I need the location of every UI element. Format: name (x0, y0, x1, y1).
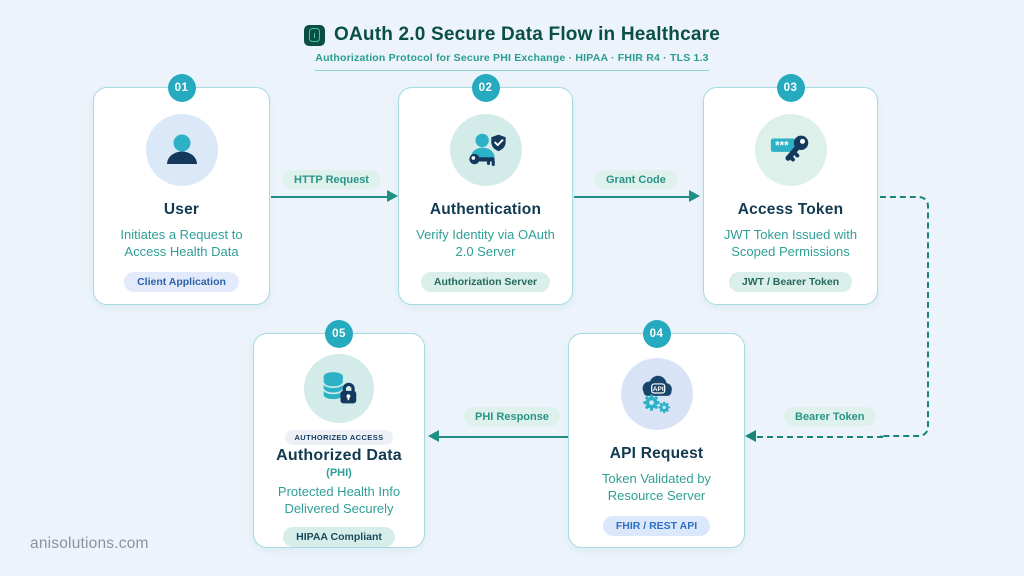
step-number-badge: 03 (776, 74, 805, 102)
step-description: Initiates a Request to Access Health Dat… (120, 227, 243, 259)
step-description: Protected Health Info Delivered Securely (277, 484, 401, 517)
step-number-badge: 04 (642, 320, 671, 348)
arrowhead-right-icon (387, 190, 398, 202)
step-badge: Client Application (124, 271, 239, 292)
step-number-badge: 02 (471, 74, 500, 102)
step-card-authentication: 02 Authentication Verify Identity via OA… (398, 74, 573, 305)
arrow-phi-response (438, 436, 568, 438)
step-number-badge: 01 (167, 74, 196, 102)
dashed-connector-bearer-token-tail (757, 436, 883, 438)
step-card-access-token: 03 *** Access Token JWT Token Issued wit… (703, 74, 878, 305)
step-card-api-request: 04 API (568, 320, 745, 548)
step-title: Access Token (737, 201, 844, 218)
connector-label-phi-response: PHI Response (464, 407, 560, 426)
step-description: JWT Token Issued with Scoped Permissions (723, 227, 858, 259)
password-key-icon: *** (754, 114, 827, 186)
oauth-shield-icon (304, 24, 325, 46)
step-badge: HIPAA Compliant (283, 527, 395, 547)
page-subtitle: Authorization Protocol for Secure PHI Ex… (315, 52, 709, 71)
connector-label-http-request: HTTP Request (283, 170, 380, 189)
step-card-user: 01 User Initiates a Request to Access He… (93, 74, 270, 305)
arrow-grant-code (574, 196, 690, 198)
website-url: anisolutions.com (30, 535, 149, 552)
step-title: User (163, 201, 200, 218)
step-title: Authentication (429, 201, 542, 218)
step-badge: Authorization Server (420, 271, 551, 292)
connector-label-grant-code: Grant Code (595, 170, 677, 189)
authorized-access-tag: AUTHORIZED ACCESS (285, 430, 393, 446)
header: OAuth 2.0 Secure Data Flow in Healthcare… (0, 24, 1024, 71)
step-title: Authorized Data (276, 447, 402, 465)
arrowhead-left-icon (428, 430, 439, 442)
arrowhead-right-icon (689, 190, 700, 202)
arrowhead-left-icon (745, 430, 756, 442)
dashed-connector-bearer-token (880, 196, 929, 437)
step-card-authorized-data: 05 AUTHORIZED ACCESS Authorized Data (PH… (253, 320, 425, 548)
arrow-http-request (271, 196, 388, 198)
user-icon (145, 114, 218, 186)
phi-subtitle: (PHI) (326, 467, 352, 480)
step-number-badge: 05 (325, 320, 353, 348)
page-title: OAuth 2.0 Secure Data Flow in Healthcare (334, 24, 720, 45)
step-badge: FHIR / REST API (602, 515, 711, 536)
api-cloud-gears-icon: API (620, 358, 693, 430)
svg-text:API: API (652, 386, 663, 393)
step-description: Verify Identity via OAuth 2.0 Server (416, 227, 555, 259)
step-title: API Request (609, 445, 704, 462)
step-badge: JWT / Bearer Token (728, 271, 853, 292)
step-description: Token Validated by Resource Server (602, 471, 711, 503)
connector-label-bearer-token: Bearer Token (784, 407, 876, 426)
identity-shield-key-icon (449, 114, 522, 186)
svg-text:***: *** (775, 141, 789, 153)
database-lock-icon (304, 354, 374, 424)
